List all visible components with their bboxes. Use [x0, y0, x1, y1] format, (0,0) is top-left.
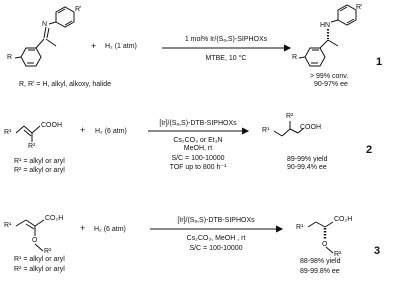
- r3-r1-definition: R¹ = alkyl or aryl: [14, 256, 65, 263]
- r2-ee-result: 90-99.4% ee: [287, 164, 327, 171]
- r3-reactant-o-label: O: [32, 237, 38, 244]
- r3-r2-definition: R² = alkyl or aryl: [14, 266, 65, 273]
- r3-catalyst-label: [Ir]/(Sₐ,S)-DTB-SIPHOXs: [177, 217, 255, 224]
- r3-reactant-r1-label: R¹: [4, 222, 12, 229]
- r3-h2-pressure: H₂ (6 atm): [94, 226, 126, 233]
- reaction3-arrow: [150, 225, 284, 233]
- r2-entry-number: 2: [366, 144, 373, 156]
- r3-entry-number: 3: [374, 245, 381, 257]
- r3-product-r1-label: R¹: [296, 224, 304, 231]
- r3-reactant-co2h-label: CO₂H: [45, 215, 64, 222]
- r3-sc-ratio-label: S/C = 100-10000: [189, 245, 243, 252]
- r2-reactant-r2-label: R²: [28, 143, 36, 150]
- alkoxy-acid-reactant-structure: [15, 219, 45, 252]
- r1-catalyst-label: 1 mol% Ir/(Sₐ,S)-SIPHOXs: [184, 36, 268, 43]
- r1-reactant-r-label: R: [7, 54, 13, 61]
- r2-plus-sign: +: [80, 125, 86, 135]
- r1-ee-result: 90-97% ee: [314, 81, 348, 88]
- r2-base-label: Cs₂CO₃ or Et₃N: [173, 137, 223, 144]
- r2-product-cooh-label: COOH: [300, 124, 321, 131]
- r1-reactant-rprime-label: R': [75, 6, 82, 13]
- r2-h2-pressure: H₂ (6 atm): [95, 128, 127, 135]
- r2-tof-label: TOF up to 800 h⁻¹: [169, 164, 227, 171]
- r2-catalyst-label: [Ir]/(Sₐ,S)-DTB-SIPHOXs: [159, 120, 237, 127]
- r2-reactant-r1-label: R¹: [4, 129, 12, 136]
- r3-yield-result: 88-98% yield: [300, 258, 341, 265]
- r3-ee-result: 89-99.8% ee: [300, 268, 340, 275]
- r3-product-o-label: O: [322, 241, 328, 248]
- r1-plus-sign: +: [91, 41, 97, 51]
- r1-conversion-result: > 99% conv.: [310, 73, 349, 80]
- r2-r1-definition: R¹ = alkyl or aryl: [14, 158, 65, 165]
- r1-product-rprime-label: R': [356, 4, 363, 11]
- r2-reactant-cooh-label: COOH: [41, 122, 62, 129]
- reaction1-arrow: [162, 44, 292, 52]
- r1-conditions-label: MTBE, 10 °C: [205, 55, 247, 62]
- r2-solvent-label: MeOH, rt: [183, 145, 213, 152]
- r2-product-r2-label: R²: [286, 113, 294, 120]
- r1-substituent-definition: R, R' = H, alkyl, alkoxy, halide: [19, 81, 112, 88]
- r3-product-co2h-label: CO₂H: [334, 216, 353, 223]
- amine-product-structure: [298, 4, 357, 67]
- r2-yield-result: 89-99% yield: [287, 156, 328, 163]
- r1-reactant-n-label: N: [42, 21, 48, 28]
- r3-conditions-label: Cs₂CO₃, MeOH , rt: [186, 235, 246, 242]
- r1-h2-pressure: H₂ (1 atm): [105, 43, 137, 50]
- r3-reactant-r2-label: R²: [44, 248, 52, 255]
- r2-product-r1-label: R¹: [262, 127, 270, 134]
- r2-sc-ratio-label: S/C = 100-10000: [171, 155, 225, 162]
- saturated-acid-product-structure: [273, 121, 305, 137]
- r2-r2-definition: R² = alkyl or aryl: [14, 167, 65, 174]
- unsaturated-acid-reactant-structure: [15, 125, 41, 142]
- r3-product-r2-label: R²: [334, 251, 342, 258]
- r3-plus-sign: +: [80, 223, 86, 233]
- imine-reactant-structure: [14, 6, 75, 67]
- r1-product-r-label: R: [292, 54, 298, 61]
- reaction2-arrow: [148, 127, 250, 135]
- r1-product-nh-label: HN: [320, 22, 331, 29]
- r1-entry-number: 1: [376, 56, 383, 68]
- alkoxy-acid-product-structure: [307, 221, 334, 254]
